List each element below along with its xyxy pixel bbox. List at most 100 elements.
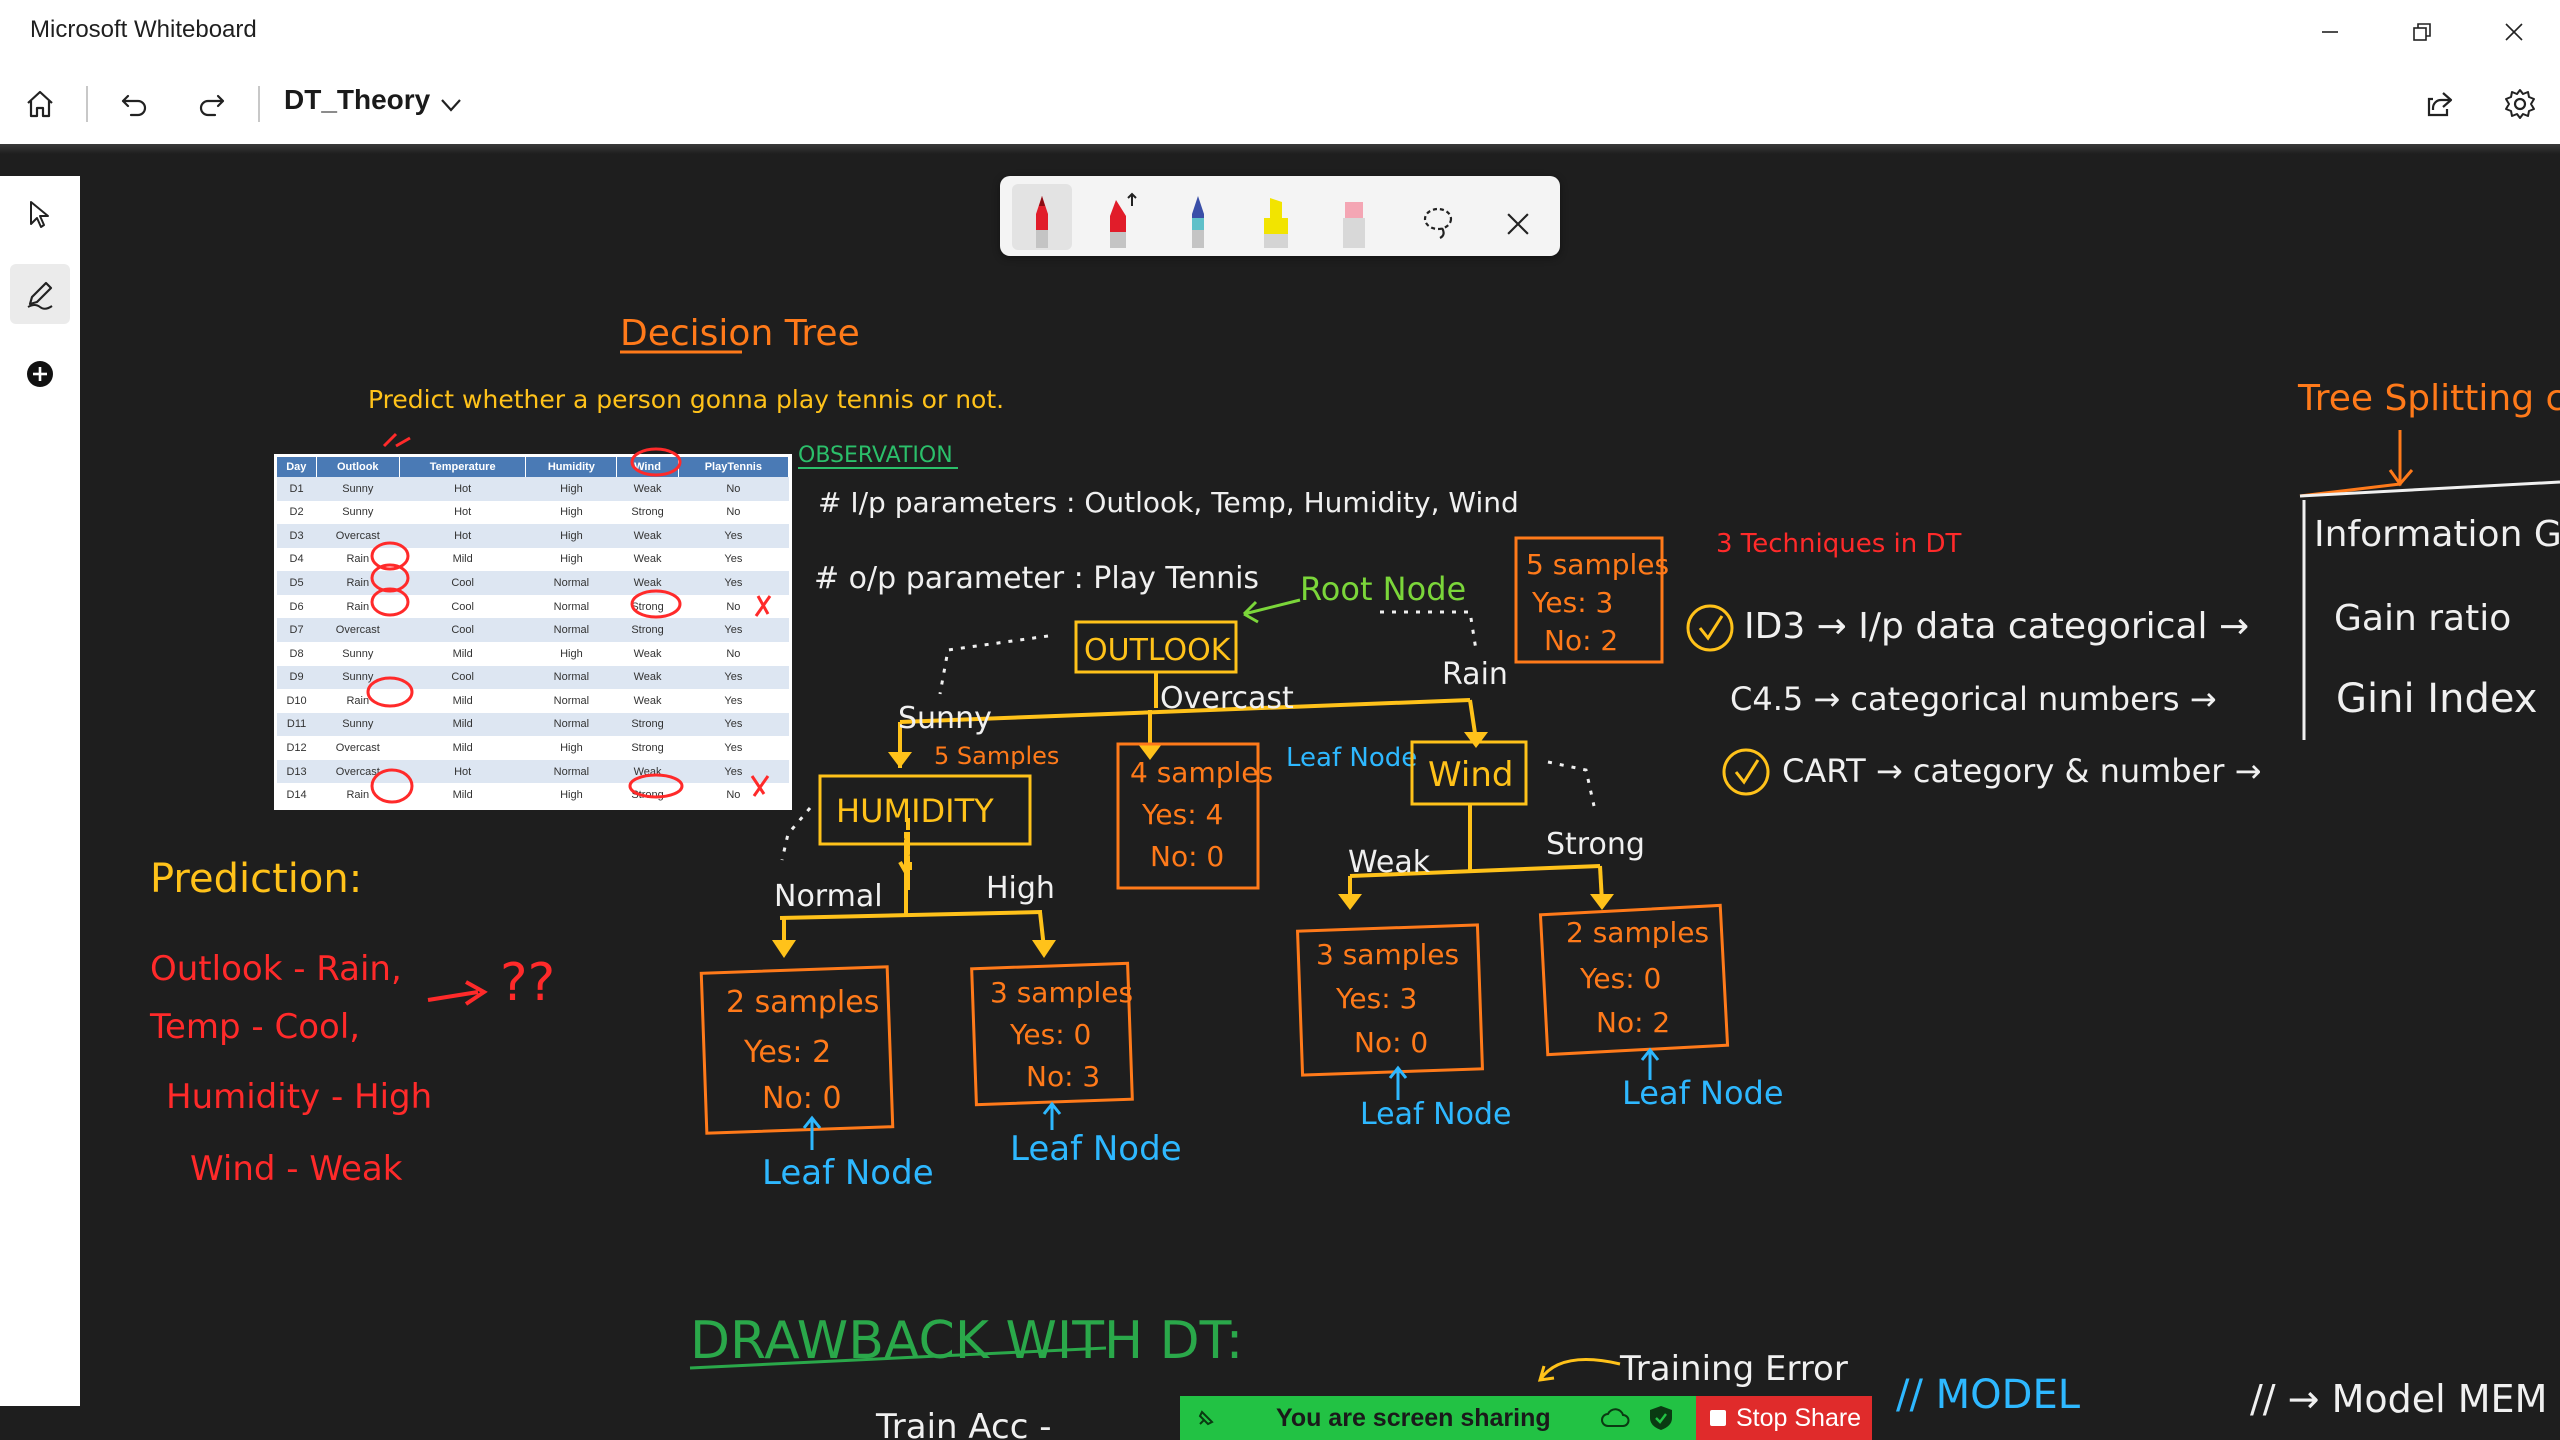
table-cell: High [525,477,617,501]
table-cell: Strong [616,736,679,760]
table-cell: High [525,524,617,548]
minimize-button[interactable] [2284,0,2376,64]
undo-button[interactable] [112,82,156,126]
table-header-cell: Humidity [525,457,618,477]
table-cell: Overcast [316,524,400,548]
table-header-cell: Temperature [399,457,527,477]
table-cell: Yes [678,547,789,572]
table-cell: D2 [277,500,317,525]
undo-icon [121,94,147,117]
inking-tool-button[interactable] [10,264,70,324]
table-cell: Strong [616,500,679,525]
table-cell: Mild [399,736,526,760]
pen-tray [1000,176,1560,256]
redo-button[interactable] [190,82,234,126]
eraser-icon [1343,202,1365,248]
toolbar-divider [86,86,88,122]
table-cell: Mild [399,783,526,807]
restore-button[interactable] [2376,0,2468,64]
restore-icon [2413,23,2431,41]
table-cell: Yes [678,759,789,784]
table-cell: No [678,477,789,501]
galaxy-pen-button[interactable] [1168,184,1228,250]
table-cell: Normal [525,618,617,642]
table-cell: Sunny [316,477,400,501]
settings-button[interactable] [2498,82,2542,126]
table-header-cell: Day [277,457,317,477]
share-status-panel[interactable]: You are screen sharing [1180,1396,1696,1440]
share-status-text: You are screen sharing [1276,1404,1551,1432]
share-export-button[interactable] [2418,82,2462,126]
table-cell: Overcast [316,759,400,784]
table-cell: Sunny [316,641,400,666]
home-button[interactable] [18,82,62,126]
table-cell: D6 [277,594,317,619]
pen-icon [27,281,53,310]
table-cell: Rain [316,594,400,619]
table-cell: Strong [616,712,679,737]
table-cell: Normal [525,689,617,713]
board-name-button[interactable]: DT_Theory [284,84,431,115]
close-icon [2505,23,2523,41]
stop-share-button[interactable]: Stop Share [1696,1396,1872,1440]
lasso-icon [1423,207,1453,239]
eraser-button[interactable] [1324,184,1384,250]
table-cell: High [525,736,617,760]
red-pen-button[interactable] [1012,184,1072,250]
table-cell: Weak [616,524,679,548]
table-cell: Rain [316,547,400,572]
plus-circle-icon [27,361,53,387]
table-cell: No [678,641,789,666]
cursor-icon [30,201,49,228]
select-tool-button[interactable] [10,184,70,244]
share-icon [2427,92,2453,117]
close-window-button[interactable] [2468,0,2560,64]
gear-icon [2505,89,2535,119]
table-cell: High [525,547,617,572]
table-cell: Mild [399,547,526,572]
red-pen-icon [1110,192,1137,248]
shield-icon [1650,1406,1672,1430]
pin-icon [1198,1410,1214,1426]
table-cell: High [525,783,617,807]
table-cell: Yes [678,665,789,690]
left-tool-rail [0,176,80,1406]
home-icon [27,90,53,118]
table-cell: Hot [399,477,526,501]
table-cell: D9 [277,665,317,690]
red-pen-2-button[interactable] [1090,184,1150,250]
table-cell: Cool [399,594,526,619]
red-pen-icon [1036,196,1048,248]
lasso-select-button[interactable] [1408,186,1468,242]
table-cell: High [525,500,617,525]
table-cell: Weak [616,547,679,572]
table-cell: Mild [399,712,526,737]
close-tray-button[interactable] [1488,186,1548,242]
table-header-cell: Wind [616,457,679,477]
table-cell: Hot [399,524,526,548]
chevron-down-icon[interactable] [436,90,466,120]
table-cell: Overcast [316,736,400,760]
table-cell: Yes [678,712,789,737]
table-cell: Normal [525,712,617,737]
table-cell: Strong [616,783,679,807]
add-content-button[interactable] [10,344,70,404]
table-cell: No [678,783,789,807]
toolbar-divider [258,86,260,122]
table-cell: Hot [399,500,526,525]
table-cell: Mild [399,641,526,666]
redo-icon [199,94,225,117]
highlighter-button[interactable] [1246,184,1306,250]
app-toolbar [0,64,2560,144]
